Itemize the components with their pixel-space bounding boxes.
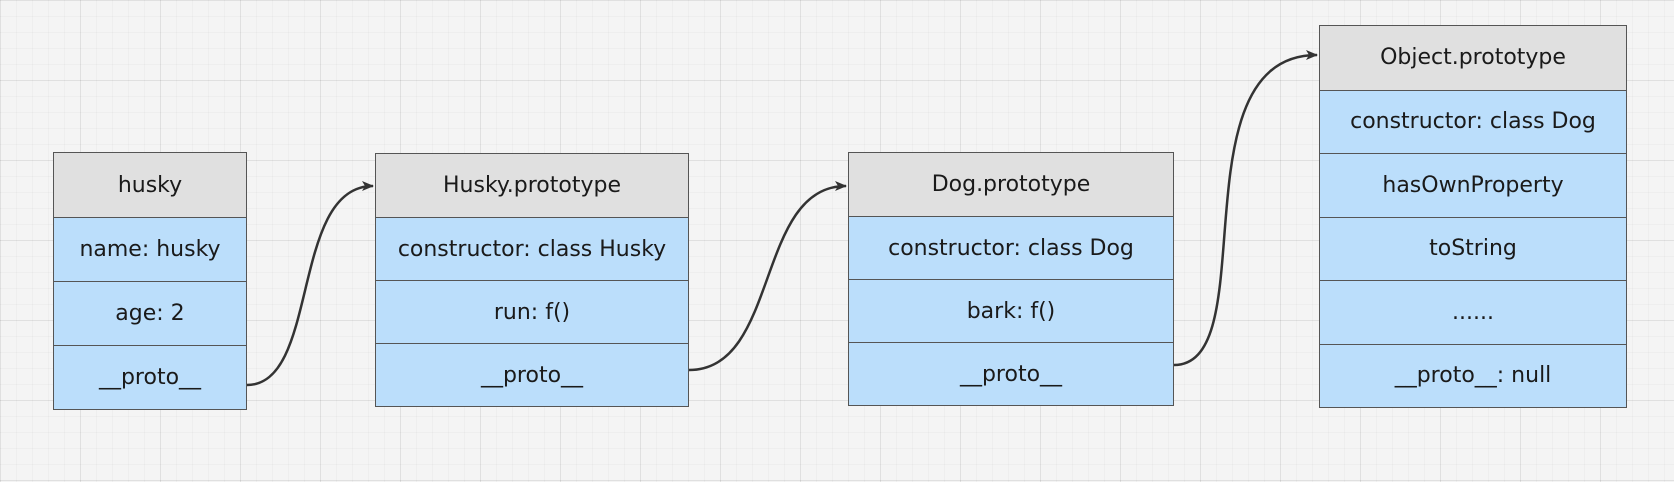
property-row: constructor: class Husky bbox=[376, 217, 688, 280]
node-title: Dog.prototype bbox=[849, 153, 1173, 216]
property-row: constructor: class Dog bbox=[849, 216, 1173, 279]
property-row: constructor: class Dog bbox=[1320, 89, 1626, 154]
link-husky-prototype-to-dog-prototype bbox=[688, 181, 847, 372]
node-object-prototype: Object.prototype constructor: class Dog … bbox=[1319, 25, 1627, 408]
property-row: hasOwnProperty bbox=[1320, 153, 1626, 217]
property-row: bark: f() bbox=[849, 279, 1173, 342]
link-husky-to-husky-prototype bbox=[246, 181, 374, 387]
property-row: age: 2 bbox=[54, 281, 246, 345]
node-title: Husky.prototype bbox=[376, 154, 688, 217]
node-husky: husky name: husky age: 2 __proto__ bbox=[53, 152, 247, 410]
property-row: name: husky bbox=[54, 217, 246, 281]
ellipsis-row: ...... bbox=[1320, 280, 1626, 344]
property-row: toString bbox=[1320, 216, 1626, 281]
node-title: husky bbox=[54, 153, 246, 217]
proto-row: __proto__: null bbox=[1320, 343, 1626, 408]
link-dog-prototype-to-object-prototype bbox=[1173, 50, 1318, 367]
proto-row: __proto__ bbox=[54, 345, 246, 409]
node-title: Object.prototype bbox=[1320, 26, 1626, 90]
proto-row: __proto__ bbox=[849, 342, 1173, 405]
proto-row: __proto__ bbox=[376, 343, 688, 406]
node-husky-prototype: Husky.prototype constructor: class Husky… bbox=[375, 153, 689, 407]
property-row: run: f() bbox=[376, 280, 688, 343]
node-dog-prototype: Dog.prototype constructor: class Dog bar… bbox=[848, 152, 1174, 406]
